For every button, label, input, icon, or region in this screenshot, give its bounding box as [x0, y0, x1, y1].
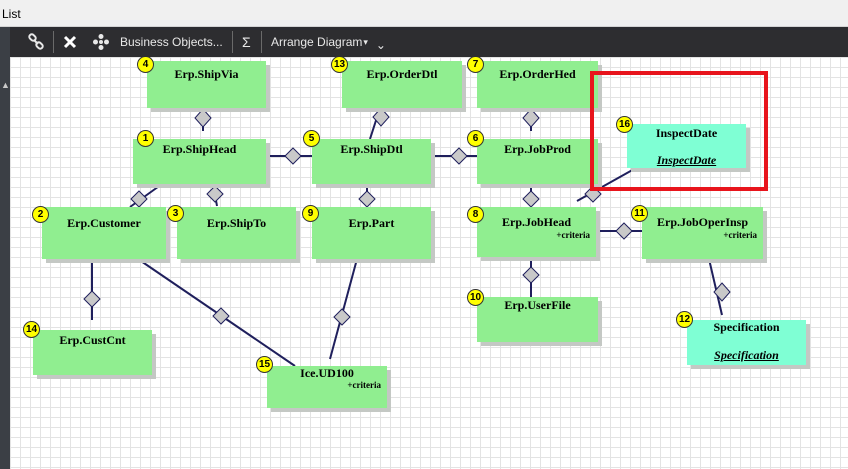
toolbar-separator [53, 31, 54, 53]
sigma-button[interactable]: Σ [242, 27, 251, 57]
entity-label: Specification [713, 320, 780, 334]
entity-label: Erp.JobHead [501, 215, 571, 229]
entity-node-customer[interactable]: Erp.Customer [42, 207, 166, 259]
entity-node-userfile[interactable]: Erp.UserFile [477, 297, 598, 342]
node-number-badge: 8 [467, 206, 484, 223]
link-diamond [522, 266, 540, 284]
panel-caret-icon[interactable]: ▲ [1, 80, 10, 90]
entity-label: Erp.JobOperInsp [656, 215, 749, 229]
node-number-badge: 2 [32, 206, 49, 223]
link-diamond [194, 108, 212, 128]
entity-node-orderdtl[interactable]: Erp.OrderDtl [342, 61, 462, 108]
link-diamond [83, 290, 101, 308]
link-diamond [333, 308, 351, 326]
entity-node-jobprod[interactable]: Erp.JobProd [477, 139, 598, 184]
node-number-badge: 15 [256, 356, 273, 373]
entity-criteria: +criteria [347, 380, 381, 390]
link-diamond [522, 190, 540, 208]
entity-node-joboperinsp[interactable]: Erp.JobOperInsp +criteria [642, 207, 763, 259]
link-diamond [212, 307, 230, 325]
link-diamond [713, 282, 731, 302]
node-number-badge: 4 [137, 57, 154, 73]
diagram-canvas[interactable]: Erp.ShipVia Erp.OrderDtl Erp.OrderHed In… [10, 57, 848, 469]
entity-label: Erp.UserFile [504, 298, 571, 312]
relationship-links [83, 107, 731, 367]
node-number-badge: 7 [467, 57, 484, 73]
node-number-badge: 16 [616, 116, 633, 133]
entity-node-part[interactable]: Erp.Part [312, 207, 431, 259]
entity-sublabel: InspectDate [656, 153, 717, 167]
diagram-toolbar: Business Objects... Σ Arrange Diagram ▾ … [10, 27, 848, 58]
entity-node-shipdtl[interactable]: Erp.ShipDtl [312, 139, 431, 184]
link-icon[interactable] [26, 27, 46, 57]
entity-label: Erp.OrderDtl [366, 67, 438, 81]
node-number-badge: 14 [23, 321, 40, 338]
entity-label: Erp.Customer [67, 216, 141, 230]
sigma-icon: Σ [242, 34, 251, 50]
link-diamond [372, 107, 390, 127]
link-diamond [615, 222, 633, 240]
entity-label: Erp.ShipHead [162, 142, 237, 156]
business-objects-label: Business Objects... [120, 35, 223, 49]
diagram-layer: Erp.ShipVia Erp.OrderDtl Erp.OrderHed In… [10, 57, 848, 469]
node-number-badge: 5 [303, 130, 320, 147]
entity-node-shiphead[interactable]: Erp.ShipHead [133, 139, 266, 184]
toolbar-separator [261, 31, 262, 53]
entity-label: InspectDate [655, 126, 718, 140]
entity-sublabel: Specification [714, 348, 779, 362]
entity-node-inspectdate[interactable]: InspectDate InspectDate [627, 124, 746, 168]
toolbar-separator [232, 31, 233, 53]
business-objects-button[interactable]: Business Objects... [92, 27, 223, 57]
entity-node-ud100[interactable]: Ice.UD100 +criteria [267, 366, 387, 408]
overflow-chevron-icon[interactable]: ⌄ [375, 38, 386, 52]
entity-label: Erp.Part [348, 216, 395, 230]
chevron-down-icon: ▾ [363, 36, 368, 47]
entity-node-jobhead[interactable]: Erp.JobHead +criteria [477, 207, 596, 257]
node-number-badge: 6 [467, 130, 484, 147]
link-diamond [358, 190, 376, 208]
link-diamond [450, 147, 468, 165]
entity-label: Erp.OrderHed [499, 67, 576, 81]
node-number-badge: 12 [676, 311, 693, 328]
entity-node-shipvia[interactable]: Erp.ShipVia [147, 61, 266, 108]
node-number-badge: 11 [631, 205, 648, 222]
entity-label: Erp.ShipVia [174, 67, 239, 81]
entity-label: Ice.UD100 [300, 366, 354, 380]
arrange-diagram-dropdown[interactable]: Arrange Diagram ▾ ⌄ [271, 27, 386, 57]
link-diamond [284, 147, 302, 165]
entity-label: Erp.ShipDtl [340, 142, 403, 156]
node-number-badge: 10 [467, 289, 484, 306]
arrange-diagram-label: Arrange Diagram [271, 35, 363, 49]
link-part-ud100 [329, 258, 358, 360]
link-joboperinsp-specification [708, 258, 723, 316]
node-number-badge: 13 [331, 57, 348, 73]
entity-node-custcnt[interactable]: Erp.CustCnt [33, 330, 152, 375]
highlight-box [590, 71, 768, 191]
entity-label: Erp.CustCnt [59, 333, 126, 347]
node-number-badge: 9 [302, 205, 319, 222]
window-title: List [2, 7, 21, 21]
node-number-badge: 1 [137, 130, 154, 147]
link-diamond [522, 108, 540, 128]
window-titlebar: List [0, 0, 848, 27]
network-icon [92, 33, 110, 51]
left-panel-edge: ▲ [0, 27, 10, 469]
entity-node-specification[interactable]: Specification Specification [687, 320, 806, 365]
entity-node-shipto[interactable]: Erp.ShipTo [177, 207, 296, 259]
entity-label: Erp.JobProd [504, 142, 571, 156]
link-diamond [206, 185, 224, 203]
entity-criteria: +criteria [723, 230, 757, 240]
entity-criteria: +criteria [556, 230, 590, 240]
close-icon[interactable] [62, 27, 78, 57]
entity-node-orderhed[interactable]: Erp.OrderHed [477, 61, 598, 108]
node-number-badge: 3 [167, 205, 184, 222]
entity-label: Erp.ShipTo [206, 216, 267, 230]
